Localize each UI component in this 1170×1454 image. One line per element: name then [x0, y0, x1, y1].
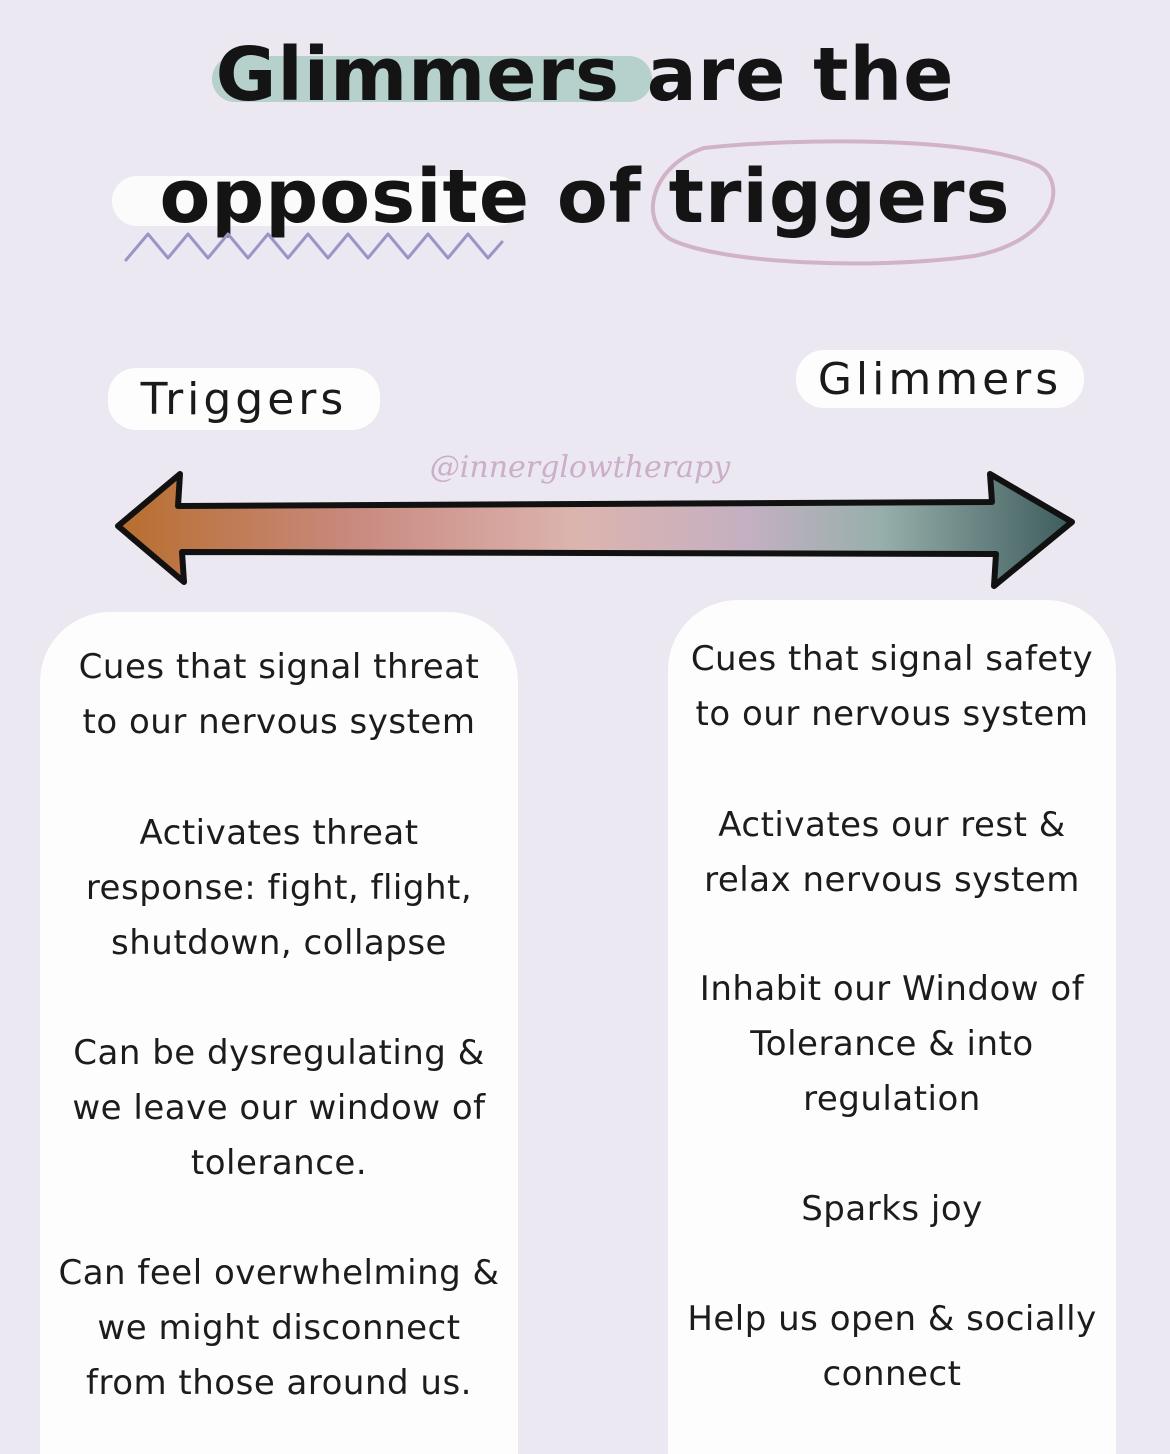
list-item: Can feel overwhelming & we might disconn…	[58, 1253, 500, 1403]
title-triggers-word: triggers	[668, 154, 1011, 240]
page-title-line-2: opposite of triggers	[0, 160, 1170, 234]
list-item: Inhabit our Window of Tolerance & into r…	[699, 969, 1085, 1119]
title-of-word: of	[530, 154, 669, 240]
author-handle: @innerglowtherapy	[429, 450, 731, 485]
hand-drawn-oval-icon	[650, 139, 1056, 266]
page-title-line-1: Glimmers are the	[0, 38, 1170, 112]
glimmers-label-text: Glimmers	[817, 353, 1063, 405]
list-item: Cues that signal threat to our nervous s…	[78, 647, 480, 742]
title-line1-rest: are the	[620, 32, 955, 118]
glimmers-label: Glimmers	[796, 350, 1084, 408]
list-item: Can be dysregulating & we leave our wind…	[72, 1033, 486, 1183]
list-item: Sparks joy	[801, 1189, 983, 1229]
triggers-column-panel	[40, 612, 518, 1454]
double-headed-arrow-icon	[115, 471, 1075, 589]
title-highlight	[212, 56, 652, 102]
list-item: Activates our rest & relax nervous syste…	[704, 805, 1080, 900]
squiggle-underline-icon	[124, 232, 504, 262]
list-item: Cues that signal safety to our nervous s…	[690, 639, 1094, 734]
triggers-label: Triggers	[108, 368, 380, 430]
list-item: Help us open & socially connect	[687, 1299, 1097, 1394]
title-underline-highlight	[112, 176, 522, 226]
title-opposite-word: opposite	[159, 154, 531, 240]
glimmers-column-panel	[668, 600, 1116, 1454]
triggers-label-text: Triggers	[140, 373, 348, 425]
title-glimmers-word: Glimmers	[215, 32, 621, 118]
list-item: Activates threat response: fight, flight…	[85, 813, 473, 963]
